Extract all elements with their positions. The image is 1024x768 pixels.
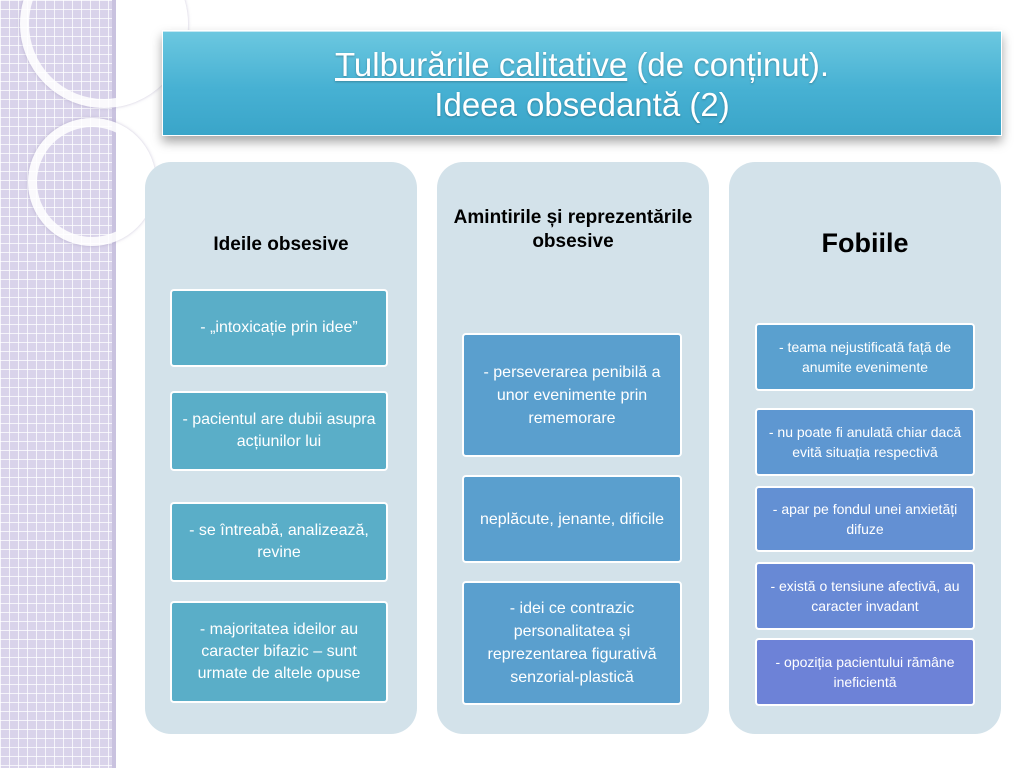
list-item: neplăcute, jenante, dificile xyxy=(462,475,682,563)
list-item: - există o tensiune afectivă, au caracte… xyxy=(755,562,975,630)
column-phobias: Fobiile - teama nejustificată față de an… xyxy=(729,162,1001,734)
column-heading: Fobiile xyxy=(821,228,909,258)
list-item: - majoritatea ideilor au caracter bifazi… xyxy=(170,601,388,703)
column-obsessive-ideas: Ideile obsesive - „intoxicație prin idee… xyxy=(145,162,417,734)
strip-edge xyxy=(112,0,116,768)
list-item: - perseverarea penibilă a unor eveniment… xyxy=(462,333,682,457)
column-obsessive-memories: Amintirile și reprezentările obsesive - … xyxy=(437,162,709,734)
slide-title: Tulburările calitative (de conținut). Id… xyxy=(162,30,1002,136)
title-line-1: Tulburările calitative (de conținut). xyxy=(163,45,1001,85)
column-heading: Amintirile și reprezentările obsesive xyxy=(453,207,693,252)
column-heading: Ideile obsesive xyxy=(213,234,349,255)
decorative-ring-middle xyxy=(28,118,156,246)
title-line-2: Ideea obsedantă (2) xyxy=(434,86,730,123)
list-item: - teama nejustificată față de anumite ev… xyxy=(755,323,975,391)
list-item: - opoziția pacientului rămâne ineficient… xyxy=(755,638,975,706)
list-item: - se întreabă, analizează, revine xyxy=(170,502,388,582)
list-item: - idei ce contrazic personalitatea și re… xyxy=(462,581,682,705)
list-item: - nu poate fi anulată chiar dacă evită s… xyxy=(755,408,975,476)
title-underlined-part: Tulburările calitative xyxy=(334,46,628,83)
list-item: - „intoxicație prin idee” xyxy=(170,289,388,367)
list-item: - pacientul are dubii asupra acțiunilor … xyxy=(170,391,388,471)
list-item: - apar pe fondul unei anxietăți difuze xyxy=(755,486,975,552)
decorative-grid-strip xyxy=(0,0,112,768)
title-rest-part: (de conținut). xyxy=(627,46,829,83)
